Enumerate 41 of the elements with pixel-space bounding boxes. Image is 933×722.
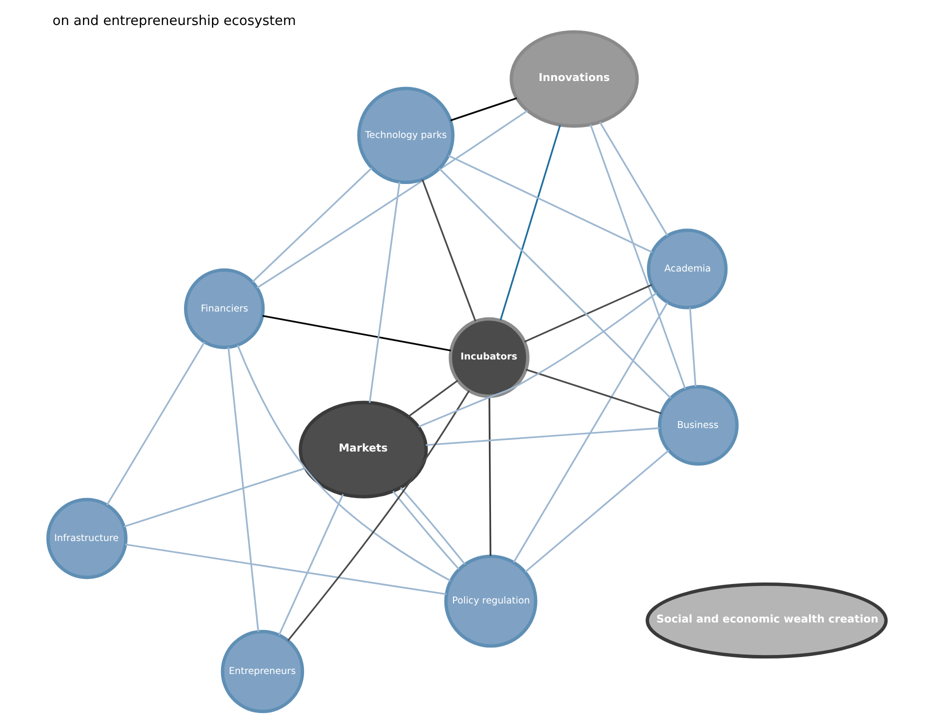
connector [448, 154, 652, 253]
connector [236, 344, 450, 582]
connector [106, 341, 205, 506]
connector [392, 490, 460, 570]
connector [438, 167, 671, 398]
connector [598, 121, 668, 236]
connector [688, 307, 696, 386]
connector [524, 449, 669, 572]
connector [251, 166, 372, 282]
node-circle: Academia [646, 228, 728, 309]
connector [286, 390, 470, 641]
connector [278, 493, 344, 636]
node-circle: Policy regulation [444, 554, 537, 648]
connector [256, 109, 528, 288]
connector [227, 346, 259, 632]
node-circle: Technology parks [356, 86, 454, 184]
node-circle: Infrastructure [46, 497, 127, 579]
connector [524, 284, 652, 342]
connector [425, 426, 660, 446]
connector [499, 124, 560, 320]
connector [124, 543, 446, 595]
connector [589, 124, 686, 389]
node-circle: Financiers [184, 268, 264, 349]
connector [400, 486, 465, 564]
connector [421, 178, 476, 321]
connector [488, 396, 491, 556]
node-circle: Business [657, 384, 738, 466]
connector [418, 292, 657, 427]
connector [450, 96, 517, 121]
node-ellipse: Innovations [509, 30, 638, 128]
diagram-title: on and entrepreneurship ecosystem [52, 14, 296, 29]
connector [262, 314, 451, 351]
connector [512, 302, 668, 562]
connector [407, 379, 458, 417]
node-circle: Incubators [448, 316, 529, 398]
connector [368, 181, 400, 402]
node-circle: Entrepreneurs [220, 629, 304, 713]
connector [123, 466, 306, 527]
node-ellipse: Markets [298, 400, 428, 498]
node-ellipse: Social and economic wealth creation [645, 582, 888, 658]
connector [525, 368, 662, 414]
